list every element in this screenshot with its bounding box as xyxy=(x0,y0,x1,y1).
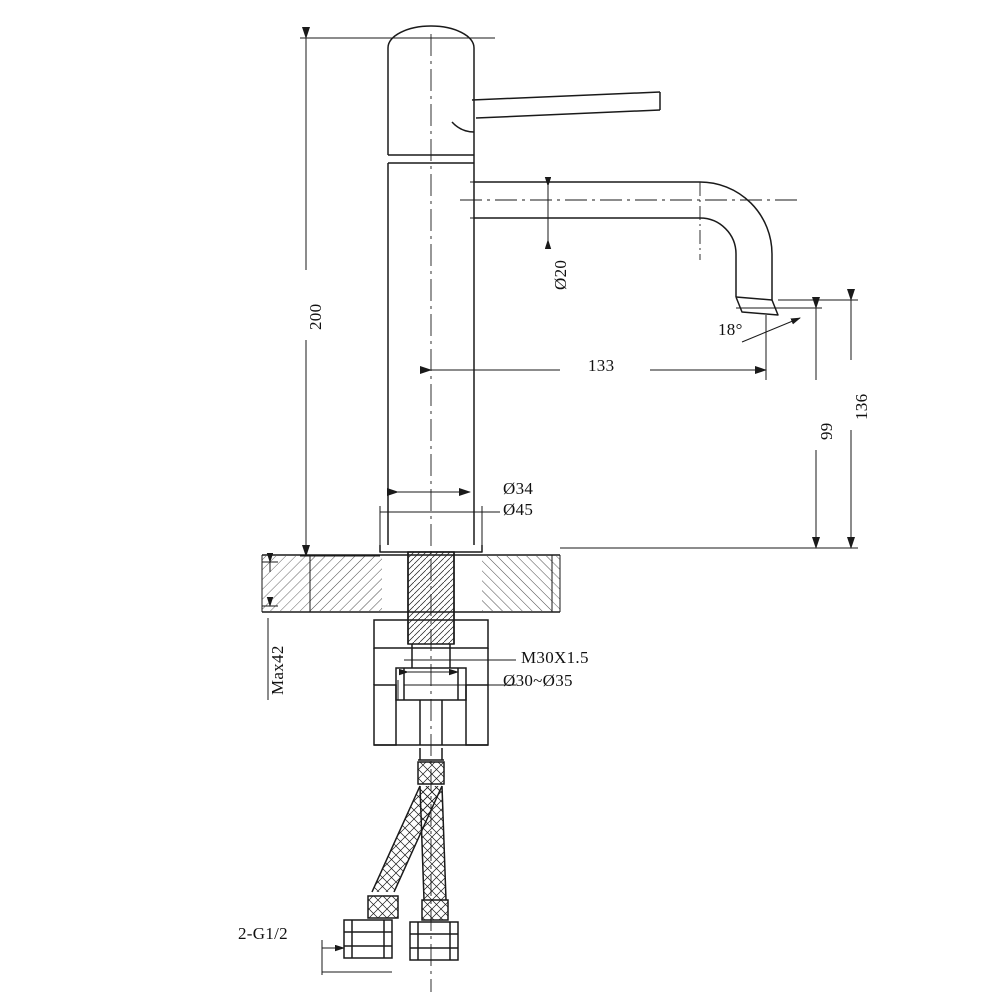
dimension-label-base-dia-45: Ø45 xyxy=(503,500,534,519)
dimension-label-body-dia-34: Ø34 xyxy=(503,479,534,498)
dimension-label-hole-dia-range: Ø30~Ø35 xyxy=(503,671,573,690)
dimension-label-max-thickness: Max42 xyxy=(268,645,287,695)
dimension-label-height-136: 136 xyxy=(852,393,871,420)
dimension-label-height-200: 200 xyxy=(306,303,325,330)
dimension-label-angle-18: 18° xyxy=(718,320,743,339)
dimension-label-spout-dia-20: Ø20 xyxy=(551,259,570,290)
dimension-label-inlet-thread: 2-G1/2 xyxy=(238,924,288,943)
dimension-label-thread-m30: M30X1.5 xyxy=(521,648,589,667)
dimension-label-reach-133: 133 xyxy=(588,356,615,375)
dimension-label-height-99: 99 xyxy=(817,422,836,440)
